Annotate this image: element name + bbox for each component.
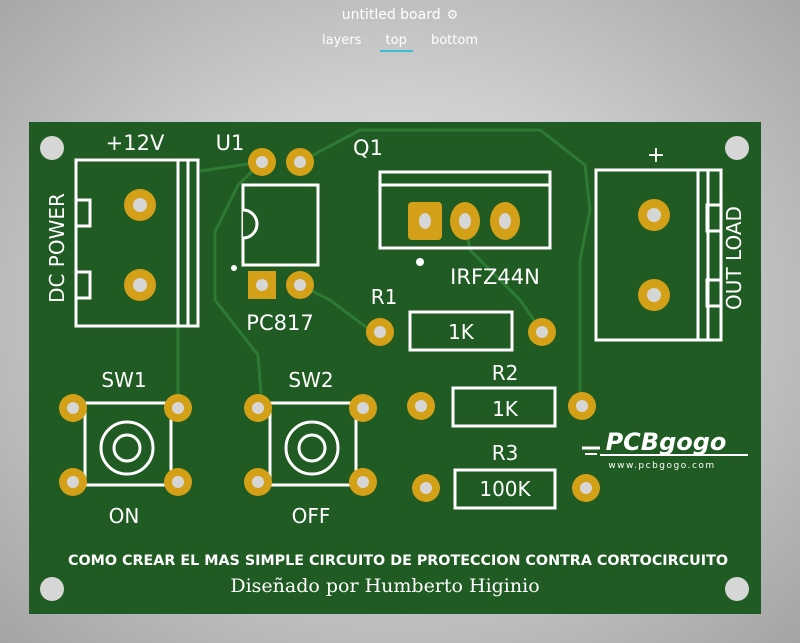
- mounting-hole: [725, 136, 749, 160]
- label-r2-value: 1K: [492, 397, 519, 421]
- mounting-hole: [725, 577, 749, 601]
- label-u1-part: PC817: [246, 311, 313, 335]
- pcbgogo-logo: PCBgogo www.pcbgogo.com: [582, 428, 748, 471]
- board-title[interactable]: untitled board: [341, 7, 441, 23]
- tab-top[interactable]: top: [379, 33, 413, 52]
- component-q1[interactable]: [378, 170, 552, 266]
- label-sw2-state: OFF: [292, 504, 331, 528]
- label-q1: Q1: [353, 136, 383, 160]
- label-r3: R3: [492, 441, 519, 465]
- label-r2: R2: [492, 361, 519, 385]
- tab-layers[interactable]: layers: [321, 33, 362, 48]
- terminal-block-dc-power[interactable]: [74, 158, 200, 328]
- label-r3-value: 100K: [479, 477, 531, 501]
- component-r3[interactable]: [412, 468, 600, 510]
- board-header: untitled board ⚙ layers top bottom: [0, 0, 800, 60]
- label-sw1: SW1: [101, 368, 146, 392]
- component-r1[interactable]: [366, 310, 556, 352]
- designer-credit: Diseñado por Humberto Higinio: [230, 575, 539, 597]
- label-out-load: OUT LOAD: [722, 206, 746, 310]
- brand-url: www.pcbgogo.com: [608, 461, 715, 471]
- component-sw2[interactable]: [244, 394, 377, 496]
- tab-bottom[interactable]: bottom: [430, 33, 478, 48]
- label-sw2: SW2: [288, 368, 333, 392]
- mounting-hole: [40, 136, 64, 160]
- board-title-text: COMO CREAR EL MAS SIMPLE CIRCUITO DE PRO…: [68, 553, 728, 569]
- label-power-connector: +12V: [106, 131, 165, 155]
- label-u1: U1: [216, 131, 245, 155]
- component-r2[interactable]: [407, 386, 596, 428]
- component-sw1[interactable]: [59, 394, 192, 496]
- view-tabs: layers top bottom: [0, 33, 800, 52]
- terminal-block-out-load[interactable]: [594, 168, 723, 342]
- label-q1-part: IRFZ44N: [450, 265, 540, 289]
- brand-logo-text: PCBgogo: [606, 428, 727, 456]
- mounting-hole: [40, 577, 64, 601]
- component-u1[interactable]: [231, 148, 320, 299]
- label-out-connector: +: [647, 143, 665, 168]
- label-r1-value: 1K: [448, 320, 475, 344]
- gear-icon[interactable]: ⚙: [446, 8, 459, 23]
- label-r1: R1: [371, 285, 398, 309]
- label-sw1-state: ON: [109, 504, 140, 528]
- board-title-row: untitled board ⚙: [0, 7, 800, 23]
- label-dc-power: DC POWER: [45, 193, 69, 303]
